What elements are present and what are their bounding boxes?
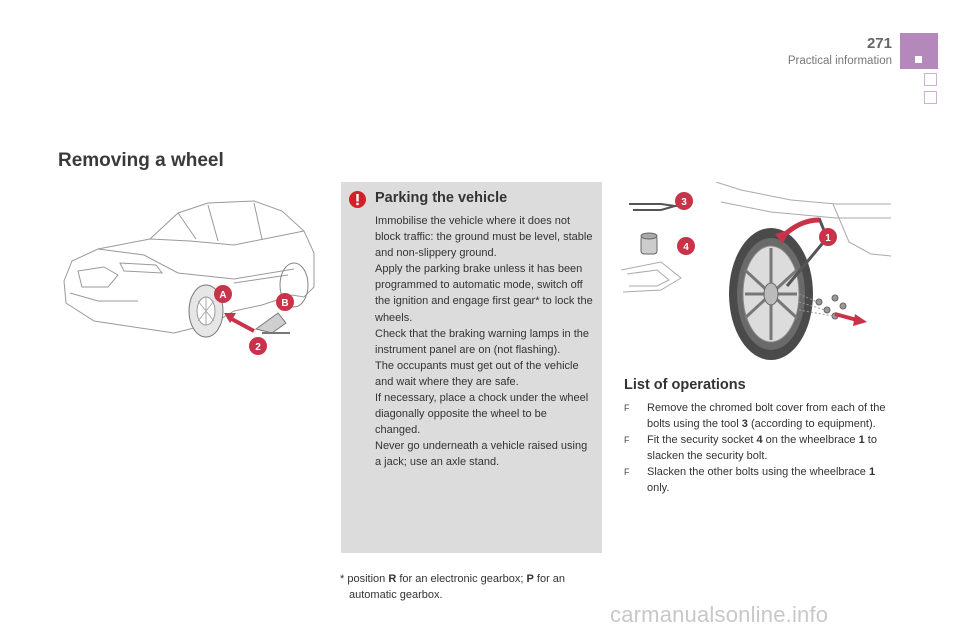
warning-panel [341, 182, 602, 553]
wheel-bolts-illustration: 3 4 1 [621, 182, 891, 360]
warning-paragraph: The occupants must get out of the vehicl… [375, 359, 579, 388]
bullet-icon: F [624, 467, 630, 477]
bullet-icon: F [624, 435, 630, 445]
bullet-icon: F [624, 403, 630, 413]
footnote: * position R for an electronic gearbox; … [340, 573, 566, 601]
warning-paragraph: Immobilise the vehicle where it does not… [375, 215, 593, 260]
callout-3: 3 [681, 197, 687, 208]
tab-marker-icon [915, 56, 922, 63]
callout-1: 1 [825, 233, 831, 244]
callout-b: B [281, 298, 288, 309]
warning-paragraph: If necessary, place a chock under the wh… [375, 392, 589, 437]
callout-4: 4 [683, 242, 689, 253]
chapter-tab [924, 73, 937, 86]
callout-2: 2 [255, 342, 261, 353]
callout-a: A [219, 290, 226, 301]
warning-title: Parking the vehicle [375, 190, 508, 206]
warning-text: Immobilise the vehicle where it does not… [375, 213, 595, 471]
warning-paragraph: Never go underneath a vehicle raised usi… [375, 440, 588, 469]
exclamation-icon [349, 191, 366, 208]
warning-paragraph: Apply the parking brake unless it has be… [375, 263, 593, 324]
watermark: carmanualsonline.info [610, 602, 829, 627]
chapter-tab-active [900, 33, 938, 69]
page-number: 271 [866, 35, 892, 52]
car-jack-illustration: A B 2 [63, 200, 315, 355]
list-title: List of operations [624, 377, 746, 393]
page-title: Removing a wheel [58, 150, 224, 171]
warning-paragraph: Check that the braking warning lamps in … [375, 327, 590, 356]
chapter-tab [924, 91, 937, 104]
section-name: Practical information [787, 55, 892, 67]
